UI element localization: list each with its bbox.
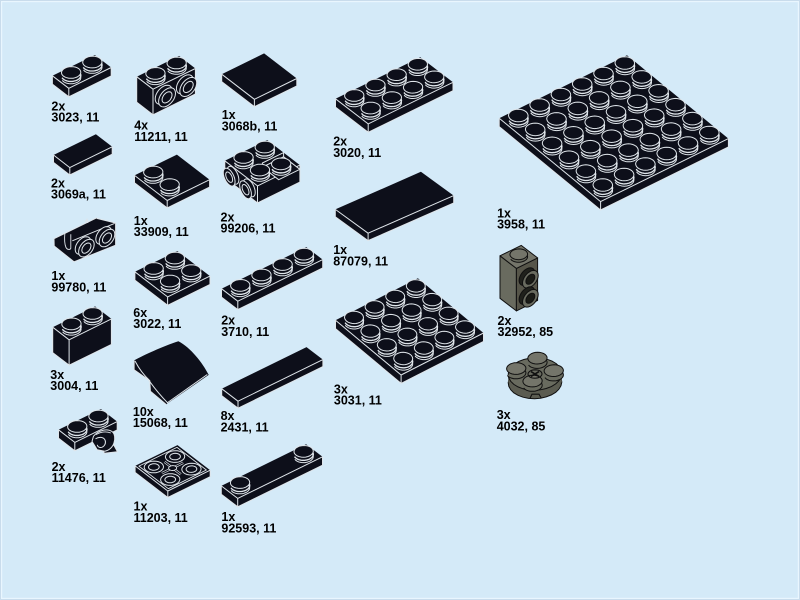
svg-text:1x: 1x bbox=[134, 214, 148, 228]
svg-text:11211, 11: 11211, 11 bbox=[134, 130, 188, 144]
svg-text:10x: 10x bbox=[133, 405, 154, 419]
svg-text:99780, 11: 99780, 11 bbox=[51, 280, 106, 294]
svg-text:2431, 11: 2431, 11 bbox=[221, 420, 269, 434]
svg-text:99206, 11: 99206, 11 bbox=[221, 222, 276, 236]
svg-text:1x: 1x bbox=[497, 206, 511, 220]
svg-text:3x: 3x bbox=[334, 383, 348, 397]
svg-text:1x: 1x bbox=[222, 108, 236, 122]
svg-text:2x: 2x bbox=[221, 211, 235, 225]
svg-text:2x: 2x bbox=[498, 314, 512, 328]
svg-text:3004, 11: 3004, 11 bbox=[50, 379, 98, 393]
svg-text:11476, 11: 11476, 11 bbox=[52, 471, 106, 485]
svg-text:2x: 2x bbox=[51, 176, 65, 190]
svg-text:87079, 11: 87079, 11 bbox=[333, 254, 388, 268]
svg-text:92593, 11: 92593, 11 bbox=[221, 521, 276, 535]
svg-text:3020, 11: 3020, 11 bbox=[333, 146, 381, 160]
svg-text:1x: 1x bbox=[221, 510, 235, 524]
svg-text:15068, 11: 15068, 11 bbox=[133, 416, 188, 430]
svg-text:32952, 85: 32952, 85 bbox=[498, 325, 554, 339]
svg-text:2x: 2x bbox=[52, 460, 66, 474]
svg-text:3x: 3x bbox=[50, 368, 64, 382]
svg-text:1x: 1x bbox=[134, 500, 148, 514]
svg-text:1x: 1x bbox=[51, 269, 65, 283]
svg-text:3958, 11: 3958, 11 bbox=[497, 218, 545, 232]
svg-text:2x: 2x bbox=[333, 135, 347, 149]
svg-text:3710, 11: 3710, 11 bbox=[221, 325, 269, 339]
svg-text:4x: 4x bbox=[134, 119, 148, 133]
svg-text:3068b, 11: 3068b, 11 bbox=[222, 119, 278, 133]
svg-text:3022, 11: 3022, 11 bbox=[133, 317, 181, 331]
svg-text:2x: 2x bbox=[51, 100, 65, 114]
svg-text:3x: 3x bbox=[497, 408, 511, 422]
svg-text:3069a, 11: 3069a, 11 bbox=[51, 188, 106, 202]
svg-text:1x: 1x bbox=[333, 243, 347, 257]
svg-text:2x: 2x bbox=[221, 314, 235, 328]
svg-text:6x: 6x bbox=[133, 306, 147, 320]
svg-text:11203, 11: 11203, 11 bbox=[134, 511, 188, 525]
svg-text:3031, 11: 3031, 11 bbox=[334, 394, 382, 408]
svg-text:3023, 11: 3023, 11 bbox=[51, 111, 99, 125]
svg-text:8x: 8x bbox=[221, 409, 235, 423]
svg-text:4032, 85: 4032, 85 bbox=[497, 419, 546, 433]
svg-text:33909, 11: 33909, 11 bbox=[134, 225, 189, 239]
